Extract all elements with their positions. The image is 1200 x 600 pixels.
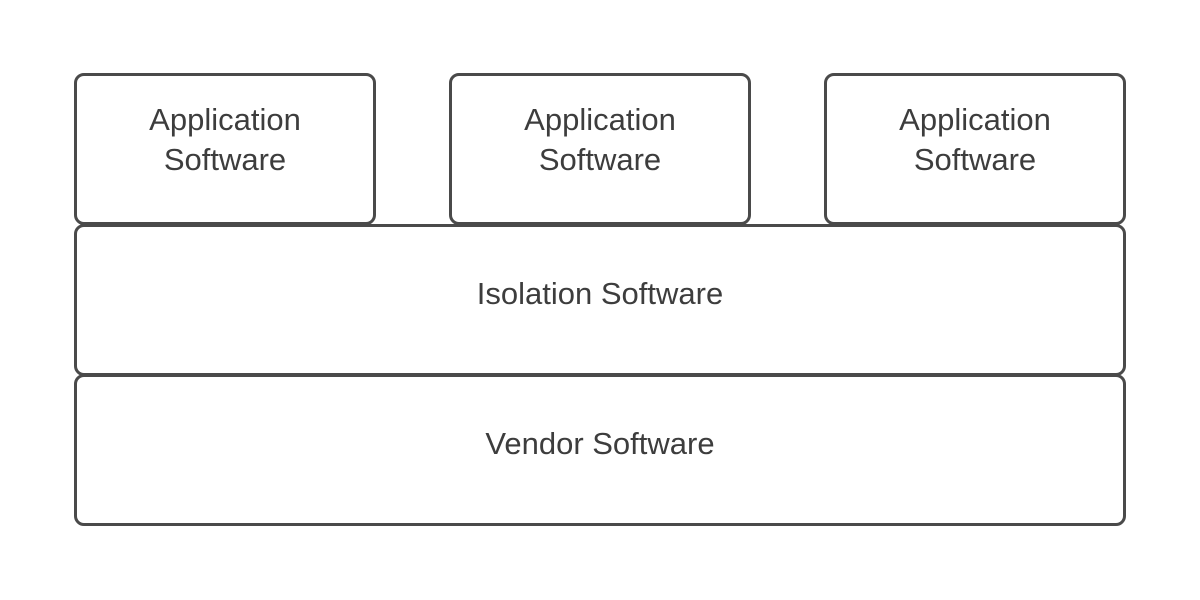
- application-software-box-3: Application Software: [824, 73, 1126, 225]
- application-software-box-1: Application Software: [74, 73, 376, 225]
- application-software-label-3: Application Software: [899, 102, 1051, 177]
- application-software-box-2: Application Software: [449, 73, 751, 225]
- vendor-software-label: Vendor Software: [485, 426, 715, 461]
- isolation-software-label: Isolation Software: [476, 276, 724, 311]
- application-software-label-2: Application Software: [524, 102, 676, 177]
- isolation-software-box: Isolation Software: [74, 224, 1126, 376]
- vendor-software-box: Vendor Software: [74, 374, 1126, 526]
- application-software-label-1: Application Software: [149, 102, 301, 177]
